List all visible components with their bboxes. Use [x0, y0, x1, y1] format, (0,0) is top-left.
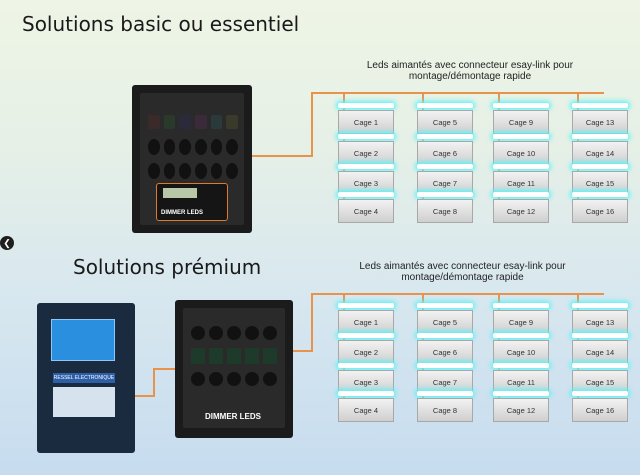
- knob-row-top: [148, 115, 239, 129]
- knob-row-middle: [148, 139, 239, 155]
- led-strip: [417, 134, 473, 139]
- dimmer-panel-premium: DIMMER LEDS: [175, 300, 293, 438]
- controller-label: RESSEL ELECTRONIQUE: [53, 373, 115, 383]
- wire-premium-controller: [135, 395, 155, 397]
- wire-premium-controller-riser: [153, 368, 155, 397]
- led-strip: [338, 333, 394, 338]
- led-strip: [338, 164, 394, 169]
- cage-cell: Cage 3: [338, 171, 394, 195]
- caption-basic: Leds aimantés avec connecteur esay-link …: [366, 60, 574, 82]
- led-strip: [338, 103, 394, 108]
- knob-row-bottom: [148, 163, 239, 179]
- led-strip: [417, 192, 473, 197]
- dimmer-module-basic: DIMMER LEDS: [156, 183, 228, 221]
- led-strip: [338, 192, 394, 197]
- led-strip: [572, 333, 628, 338]
- cage-cell: Cage 14: [572, 141, 628, 165]
- chevron-left-icon: ❮: [3, 237, 11, 248]
- cage-cell: Cage 5: [417, 310, 473, 334]
- wire-basic-riser: [311, 92, 313, 157]
- wire-premium-link: [293, 350, 313, 352]
- dimmer-label-basic: DIMMER LEDS: [161, 210, 203, 216]
- led-strip: [338, 134, 394, 139]
- cage-cell: Cage 13: [572, 310, 628, 334]
- cage-cell: Cage 16: [572, 398, 628, 422]
- cage-cell: Cage 7: [417, 370, 473, 394]
- cage-cell: Cage 14: [572, 340, 628, 364]
- wire-premium-top: [311, 293, 604, 295]
- cage-cell: Cage 1: [338, 310, 394, 334]
- cage-cell: Cage 6: [417, 340, 473, 364]
- led-strip: [417, 103, 473, 108]
- cage-cell: Cage 9: [493, 110, 549, 134]
- led-strip: [493, 192, 549, 197]
- dimmer-panel-basic: DIMMER LEDS: [132, 85, 252, 233]
- led-strip: [572, 103, 628, 108]
- cage-cell: Cage 10: [493, 340, 549, 364]
- cage-cell: Cage 2: [338, 141, 394, 165]
- led-strip: [572, 303, 628, 308]
- led-strip: [417, 164, 473, 169]
- section-title-basic: Solutions basic ou essentiel: [22, 12, 300, 36]
- cage-cell: Cage 16: [572, 199, 628, 223]
- wire-premium-riser: [311, 293, 313, 352]
- led-strip: [493, 103, 549, 108]
- dimmer-label-premium: DIMMER LEDS: [205, 412, 261, 421]
- led-strip: [493, 134, 549, 139]
- cage-cell: Cage 2: [338, 340, 394, 364]
- cage-cell: Cage 1: [338, 110, 394, 134]
- cage-cell: Cage 13: [572, 110, 628, 134]
- wire-basic-top: [311, 92, 604, 94]
- led-strip: [572, 391, 628, 396]
- caption-premium: Leds aimantés avec connecteur esay-link …: [359, 261, 566, 283]
- cage-cell: Cage 3: [338, 370, 394, 394]
- cage-cell: Cage 5: [417, 110, 473, 134]
- cage-cell: Cage 12: [493, 398, 549, 422]
- wire-basic-link: [252, 155, 312, 157]
- controller-screen: [51, 319, 115, 361]
- led-strip: [417, 363, 473, 368]
- led-strip: [417, 391, 473, 396]
- led-strip: [493, 164, 549, 169]
- led-strip: [338, 363, 394, 368]
- led-strip: [572, 363, 628, 368]
- section-title-premium: Solutions prémium: [73, 255, 262, 279]
- knob-row-premium-3: [191, 372, 277, 386]
- knob-row-premium-1: [191, 326, 277, 340]
- cage-cell: Cage 7: [417, 171, 473, 195]
- led-strip: [338, 391, 394, 396]
- knob-row-premium-2: [191, 348, 277, 364]
- cage-cell: Cage 11: [493, 370, 549, 394]
- cage-cell: Cage 10: [493, 141, 549, 165]
- led-strip: [417, 303, 473, 308]
- cage-cell: Cage 8: [417, 398, 473, 422]
- cage-cell: Cage 4: [338, 398, 394, 422]
- cage-cell: Cage 8: [417, 199, 473, 223]
- led-strip: [493, 363, 549, 368]
- led-strip: [493, 391, 549, 396]
- led-strip: [572, 134, 628, 139]
- led-strip: [493, 303, 549, 308]
- cage-cell: Cage 15: [572, 171, 628, 195]
- led-strip: [572, 164, 628, 169]
- cage-cell: Cage 4: [338, 199, 394, 223]
- wire-premium-controller-top: [153, 368, 175, 370]
- cage-cell: Cage 6: [417, 141, 473, 165]
- led-strip: [338, 303, 394, 308]
- cage-cell: Cage 9: [493, 310, 549, 334]
- led-strip: [493, 333, 549, 338]
- led-strip: [417, 333, 473, 338]
- led-strip: [572, 192, 628, 197]
- previous-slide-button[interactable]: ❮: [0, 236, 14, 250]
- cage-cell: Cage 12: [493, 199, 549, 223]
- controller-panel-premium: RESSEL ELECTRONIQUE: [37, 303, 135, 453]
